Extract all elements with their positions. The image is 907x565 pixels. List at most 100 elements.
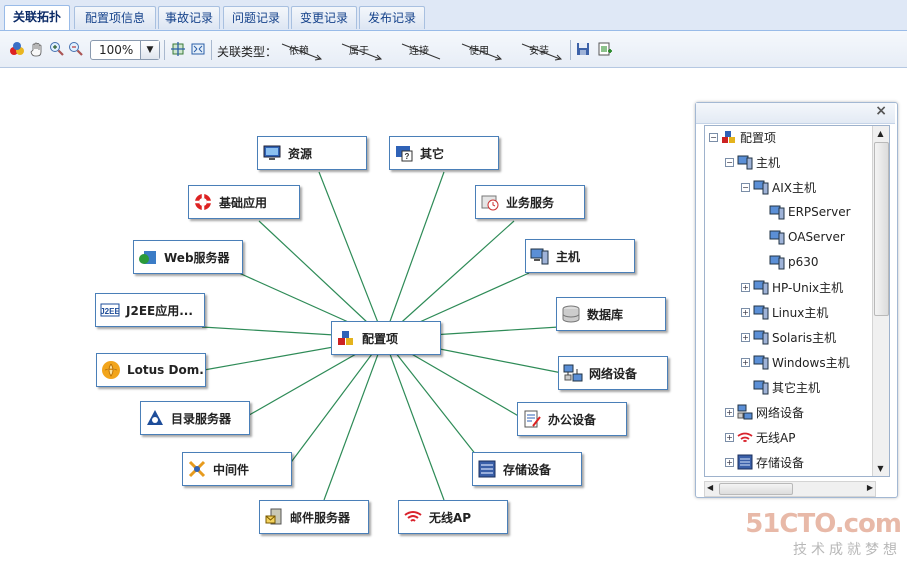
tab-changes[interactable]: 变更记录 (291, 6, 357, 29)
node-label: 无线AP (429, 510, 472, 525)
node-host[interactable]: 主机 (525, 239, 635, 273)
tree-item[interactable]: + Linux主机 (741, 303, 828, 321)
watermark-logo: 51CTO.com (745, 509, 902, 539)
relation-use[interactable]: 使用 (460, 40, 512, 62)
relation-install[interactable]: 安装 (520, 40, 572, 62)
node-storage-device[interactable]: 存储设备 (472, 452, 582, 486)
node-directory-server[interactable]: 目录服务器 (140, 401, 250, 435)
node-database[interactable]: 数据库 (556, 297, 666, 331)
unknown-icon: ? (396, 146, 413, 162)
ci-tree-panel: × − 配置项 − 主机 − AIX主机 ERPServer OAServer … (695, 102, 898, 498)
tree-item[interactable]: + Windows主机 (741, 353, 850, 371)
collapse-icon[interactable]: − (725, 157, 734, 167)
tab-ci-info[interactable]: 配置项信息 (74, 6, 156, 29)
expand-icon[interactable]: + (725, 457, 734, 467)
node-business-service[interactable]: 业务服务 (475, 185, 585, 219)
toolbar-divider (211, 40, 212, 60)
expand-icon[interactable]: + (741, 332, 750, 342)
expand-icon[interactable]: + (725, 407, 734, 417)
collapse-icon[interactable]: − (741, 182, 750, 192)
expand-icon[interactable]: + (725, 432, 734, 442)
expand-icon[interactable]: + (741, 307, 750, 317)
tree-item[interactable]: + 无线AP (725, 428, 795, 446)
tree-item[interactable]: + Solaris主机 (741, 328, 836, 346)
close-icon[interactable]: × (875, 103, 887, 119)
node-label: 配置项 (362, 331, 399, 346)
full-screen-icon[interactable] (190, 41, 206, 57)
toolbar-divider (570, 40, 571, 60)
relation-label: 连接 (409, 46, 429, 57)
node-middleware[interactable]: 中间件 (182, 452, 292, 486)
edge (383, 171, 445, 339)
zoom-value: 100% (99, 43, 134, 57)
node-j2ee[interactable]: J2EE J2EE应用... (95, 293, 205, 327)
export-icon[interactable] (597, 41, 613, 57)
node-other[interactable]: ? 其它 (389, 136, 499, 170)
node-base-app[interactable]: 基础应用 (188, 185, 300, 219)
tab-incidents[interactable]: 事故记录 (158, 6, 220, 29)
tree-item-label: 其它主机 (772, 380, 821, 395)
host-icon (769, 230, 785, 245)
select-icon[interactable] (9, 41, 25, 57)
tab-releases[interactable]: 发布记录 (359, 6, 425, 29)
expand-icon[interactable]: + (741, 282, 750, 292)
scroll-up-icon[interactable]: ▲ (877, 129, 884, 138)
save-icon[interactable] (575, 41, 591, 57)
tree-item[interactable]: ERPServer (769, 203, 851, 221)
node-network-device[interactable]: 网络设备 (558, 356, 668, 390)
node-mail-server[interactable]: 邮件服务器 (259, 500, 369, 534)
middleware-icon (188, 460, 206, 478)
edge (383, 220, 515, 339)
tab-topology[interactable]: 关联拓扑 (4, 5, 70, 30)
tree-item[interactable]: + 存储设备 (725, 453, 804, 471)
relation-label: 属于 (349, 46, 369, 57)
scroll-left-icon[interactable]: ◀ (707, 483, 714, 492)
scroll-thumb[interactable] (874, 142, 889, 316)
zoom-in-icon[interactable] (49, 41, 65, 57)
collapse-icon[interactable]: − (709, 132, 718, 142)
edge (383, 337, 445, 501)
tree-item-label: 配置项 (740, 130, 777, 145)
tree-item[interactable]: OAServer (769, 228, 845, 246)
fit-view-icon[interactable] (170, 41, 186, 57)
node-web-server[interactable]: Web服务器 (133, 240, 243, 274)
scroll-right-icon[interactable]: ▶ (866, 483, 873, 492)
node-resource[interactable]: 资源 (257, 136, 367, 170)
node-label: 办公设备 (548, 412, 597, 427)
tree-item[interactable]: p630 (769, 253, 819, 271)
service-icon (481, 195, 499, 211)
expand-icon[interactable]: + (741, 357, 750, 367)
relation-connect[interactable]: 连接 (400, 40, 452, 62)
tab-problems[interactable]: 问题记录 (223, 6, 289, 29)
tree-item[interactable]: + HP-Unix主机 (741, 278, 843, 296)
monitor-icon (263, 145, 281, 160)
zoom-select[interactable]: 100% ▼ (90, 40, 160, 60)
node-wireless-ap[interactable]: 无线AP (398, 500, 508, 534)
hand-pan-icon[interactable] (29, 41, 45, 57)
topology-canvas[interactable]: 配置项 资源 基础应用 Web服务器 J2EE J2EE应用... Lotus … (4, 68, 907, 565)
chevron-down-icon[interactable]: ▼ (140, 41, 159, 59)
tree-item[interactable]: − AIX主机 (741, 178, 816, 196)
zoom-out-icon[interactable] (68, 41, 84, 57)
tree-item[interactable]: + 网络设备 (725, 403, 804, 421)
edge (383, 337, 485, 466)
scroll-down-icon[interactable]: ▼ (877, 464, 884, 473)
horizontal-scrollbar[interactable]: ◀ ▶ (704, 481, 876, 497)
database-icon (562, 305, 580, 323)
tree-item[interactable]: − 配置项 (709, 128, 776, 146)
tree-item-label: 无线AP (756, 430, 796, 445)
tree-item[interactable]: − 主机 (725, 153, 780, 171)
tree-item[interactable]: 其它主机 (753, 378, 820, 396)
vertical-scrollbar[interactable]: ▲ ▼ (872, 126, 889, 476)
svg-text:J2EE: J2EE (100, 307, 120, 316)
relation-belongs[interactable]: 属于 (340, 40, 392, 62)
node-lotus[interactable]: Lotus Dom... (96, 353, 206, 387)
node-config-item[interactable]: 配置项 (331, 321, 441, 355)
scroll-thumb[interactable] (719, 483, 793, 495)
relation-depends[interactable]: 依赖 (280, 40, 332, 62)
ci-tree[interactable]: − 配置项 − 主机 − AIX主机 ERPServer OAServer p6… (704, 125, 890, 477)
node-office-device[interactable]: 办公设备 (517, 402, 627, 436)
node-label: J2EE应用... (126, 303, 193, 318)
tree-item-label: 主机 (756, 155, 781, 170)
host-icon (737, 155, 753, 170)
